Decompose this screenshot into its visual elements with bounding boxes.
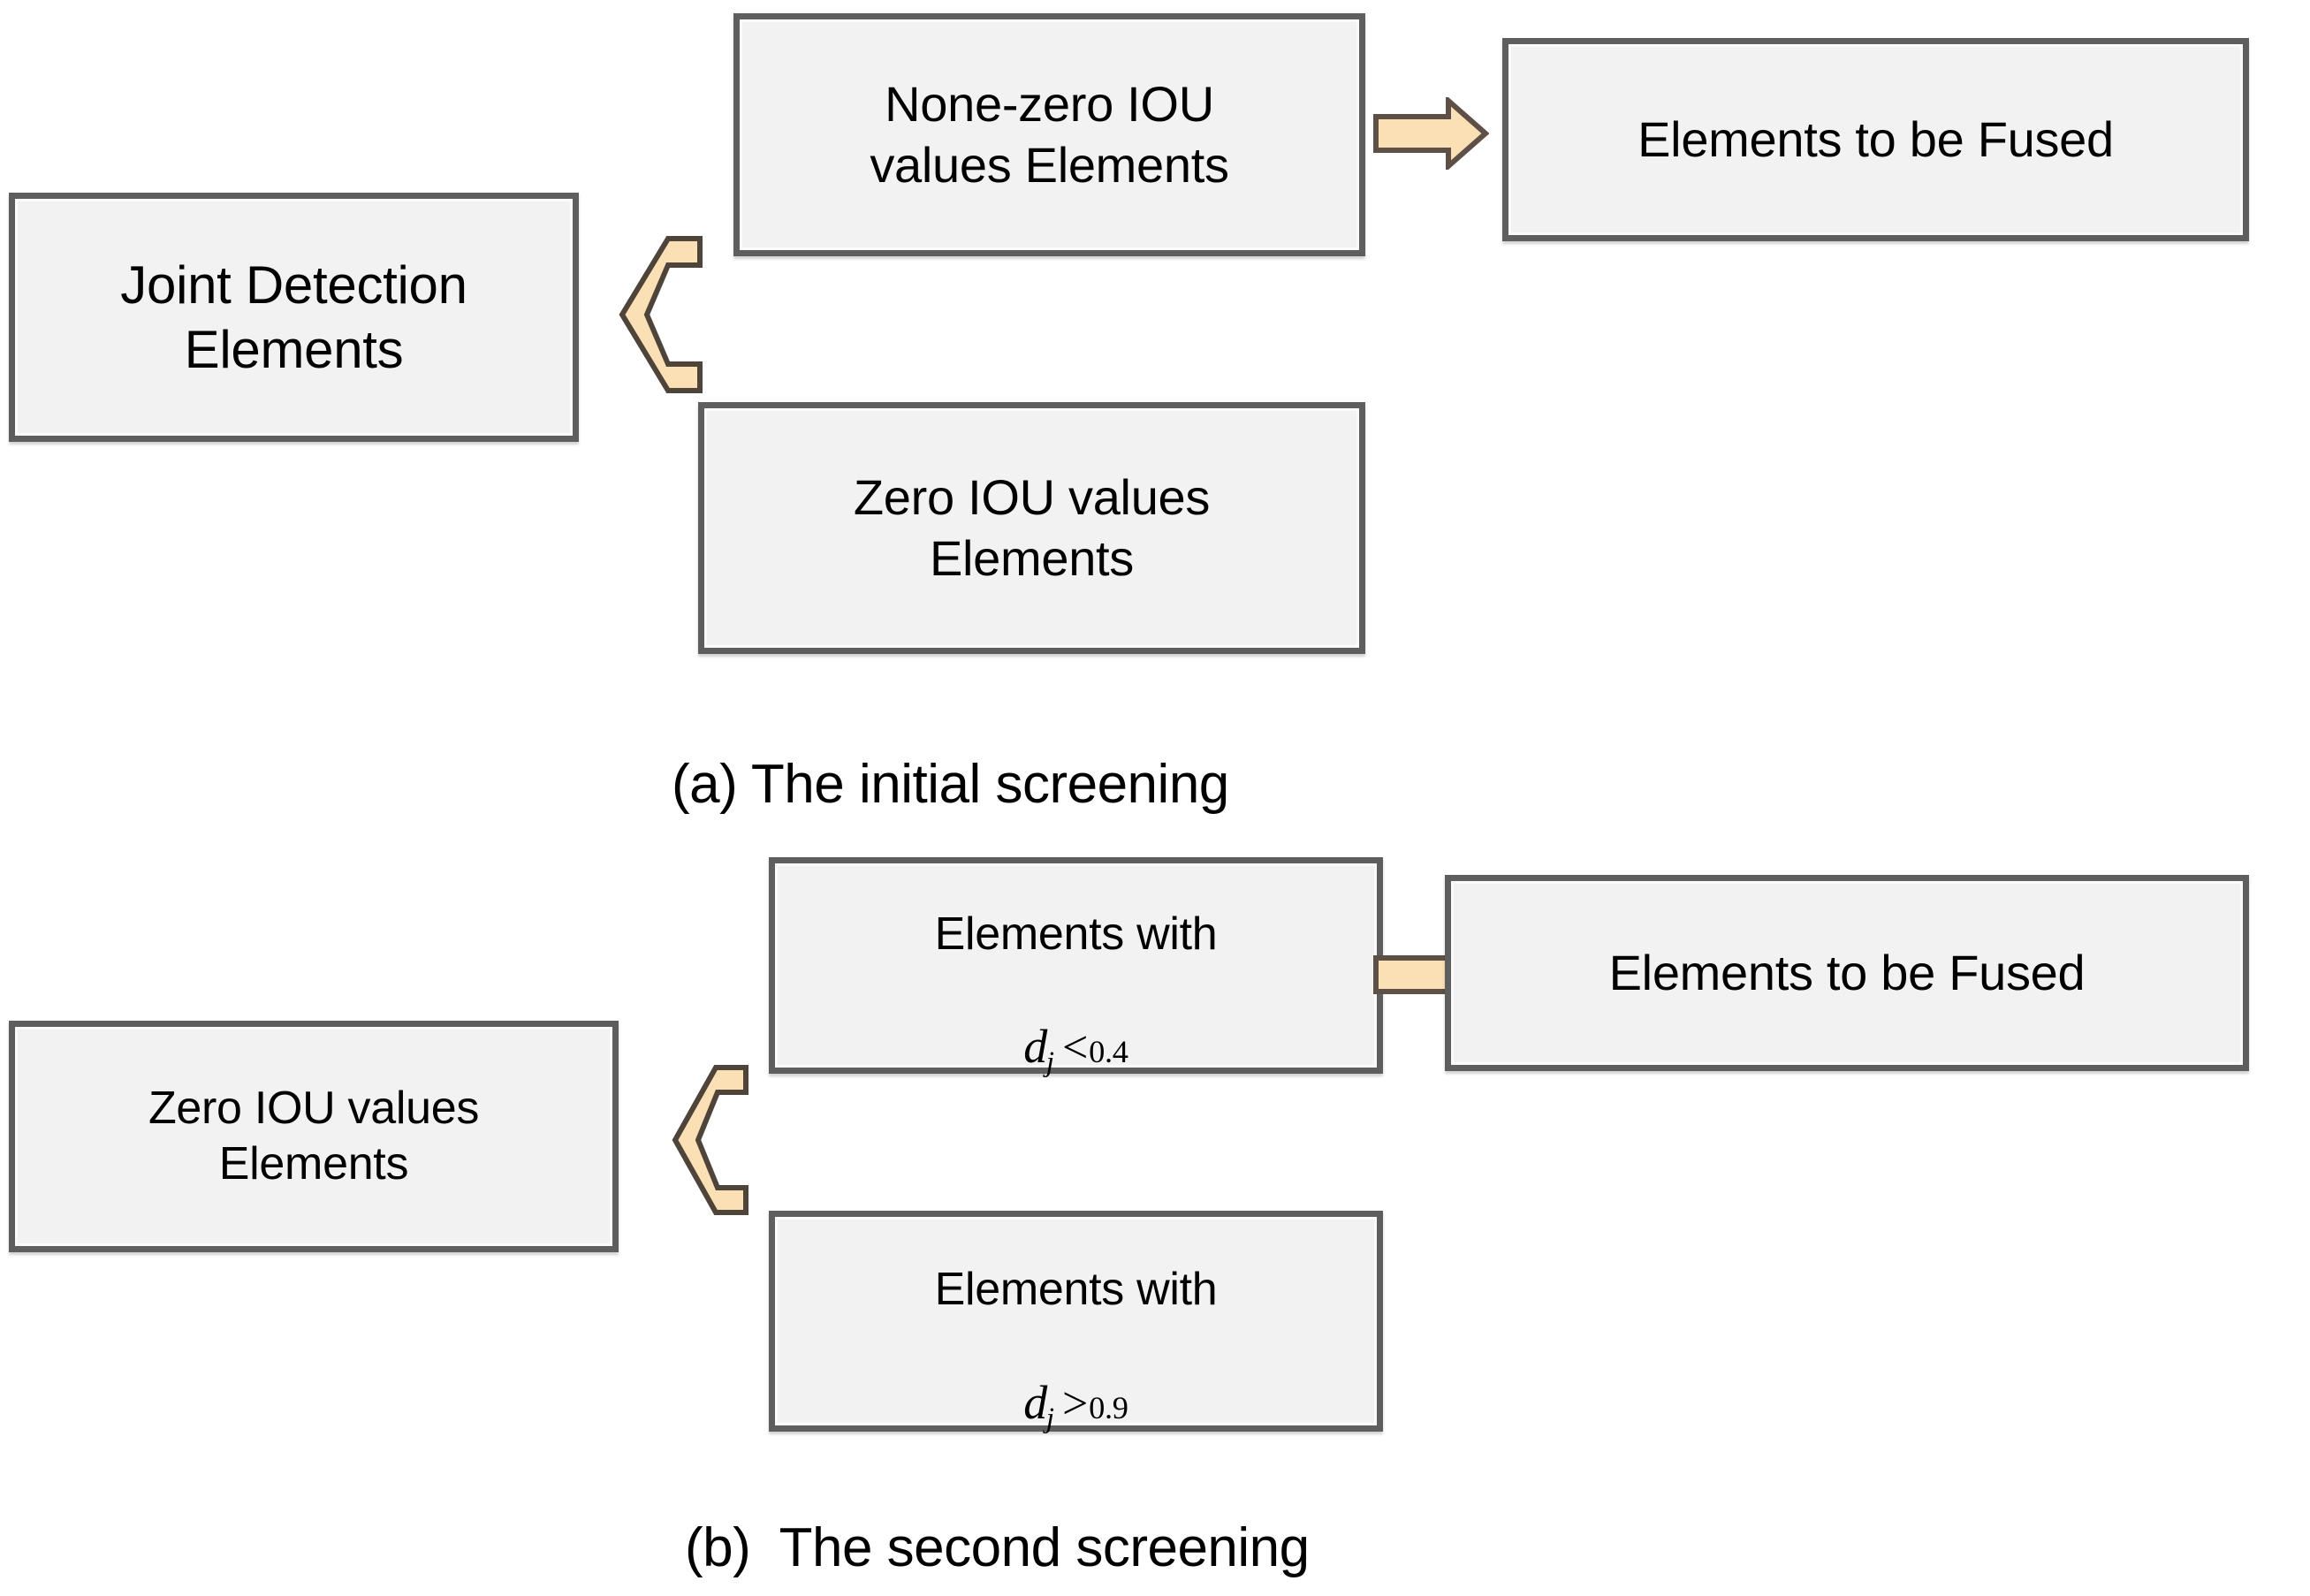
panel-a-result-box: Elements to be Fused	[1502, 38, 2249, 241]
panel-b-source-box: Zero IOU values Elements	[9, 1021, 619, 1252]
panel-b-caption: (b) The second screening	[685, 1517, 1310, 1578]
right-arrow-icon	[1373, 97, 1489, 170]
split-arrow-icon	[672, 1065, 748, 1215]
panel-a-branch-top-label: None-zero IOU values Elements	[870, 76, 1229, 193]
panel-a-result-label: Elements to be Fused	[1638, 110, 2114, 167]
panel-b-branch-top-label: Elements with	[934, 908, 1218, 960]
panel-a-flow-arrow	[1372, 97, 1489, 170]
panel-a-split-arrow	[615, 235, 719, 394]
panel-b-result-box: Elements to be Fused	[1445, 875, 2249, 1071]
formula-subscript: j	[1045, 1045, 1054, 1079]
panel-a-branch-top-box: None-zero IOU values Elements	[733, 13, 1365, 256]
panel-b-branch-bottom-content: Elements with dj>0.9	[923, 1206, 1230, 1437]
formula-relation: <	[1062, 1022, 1089, 1074]
panel-b-branch-bottom-formula: dj>0.9	[1023, 1374, 1128, 1437]
formula-subscript: j	[1045, 1401, 1054, 1434]
panel-a-source-box: Joint Detection Elements	[9, 193, 579, 442]
panel-b-result-label: Elements to be Fused	[1608, 944, 2086, 1000]
panel-b-source-label: Zero IOU values Elements	[148, 1082, 480, 1189]
panel-b-branch-top-content: Elements with dj<0.4	[923, 850, 1230, 1081]
split-arrow-icon	[619, 236, 703, 393]
panel-b-branch-top-formula: dj<0.4	[1023, 1018, 1128, 1081]
panel-a-source-label: Joint Detection Elements	[120, 255, 467, 379]
formula-value: 0.9	[1089, 1389, 1128, 1425]
panel-b-split-arrow	[670, 1064, 764, 1216]
formula-variable: d	[1023, 1375, 1048, 1429]
panel-b-branch-top-box: Elements with dj<0.4	[769, 857, 1383, 1078]
formula-variable: d	[1023, 1020, 1048, 1074]
panel-b-branch-bottom-box: Elements with dj>0.9	[769, 1211, 1383, 1434]
formula-value: 0.4	[1089, 1034, 1128, 1070]
formula-relation: >	[1062, 1378, 1089, 1429]
panel-a-branch-bottom-box: Zero IOU values Elements	[698, 402, 1365, 654]
panel-a-caption: (a) The initial screening	[672, 754, 1229, 815]
panel-a-branch-bottom-label: Zero IOU values Elements	[853, 469, 1211, 586]
panel-b-branch-bottom-label: Elements with	[934, 1264, 1218, 1315]
